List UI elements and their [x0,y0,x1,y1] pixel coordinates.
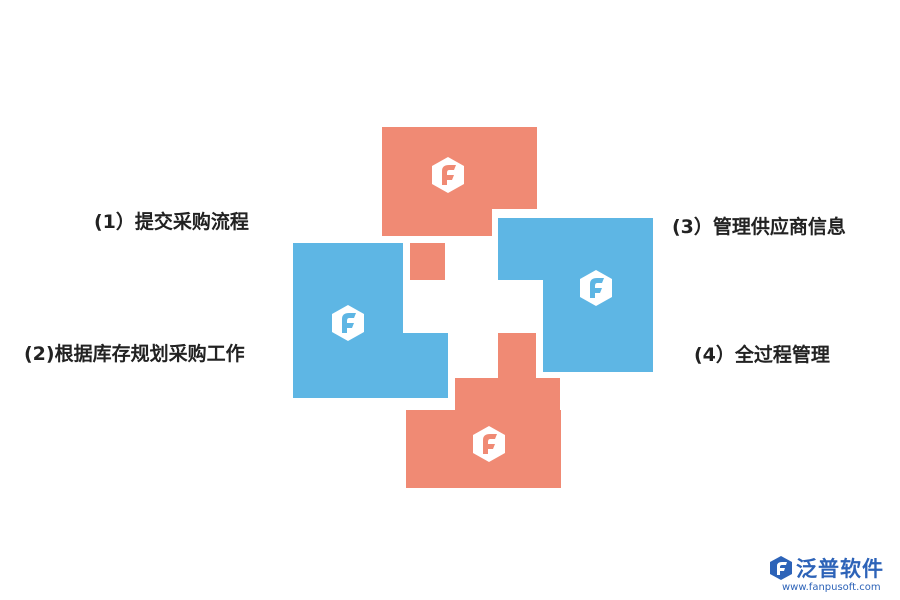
right-blue-block [498,218,653,280]
brand-logo-icon [770,556,792,580]
brand-name: 泛普软件 [796,557,884,581]
center-orange-square [410,243,445,280]
bottom-orange-block [455,378,560,410]
hexagon-f-logo-icon [576,268,616,308]
label-item3: (3）管理供应商信息 [672,216,846,238]
brand-url: www.fanpusoft.com [782,582,881,593]
brand-watermark: 泛普软件 www.fanpusoft.com [768,553,898,597]
label-item1: (1）提交采购流程 [94,211,249,233]
label-item2: (2)根据库存规划采购工作 [24,343,245,365]
hexagon-f-logo-icon [469,424,509,464]
label-item4: (4）全过程管理 [694,344,830,366]
hexagon-f-logo-icon [328,303,368,343]
bottom-orange-block-top [498,333,536,378]
left-blue-block-lower [293,333,448,398]
hexagon-f-logo-icon [428,155,468,195]
top-orange-block-lower [382,209,492,236]
